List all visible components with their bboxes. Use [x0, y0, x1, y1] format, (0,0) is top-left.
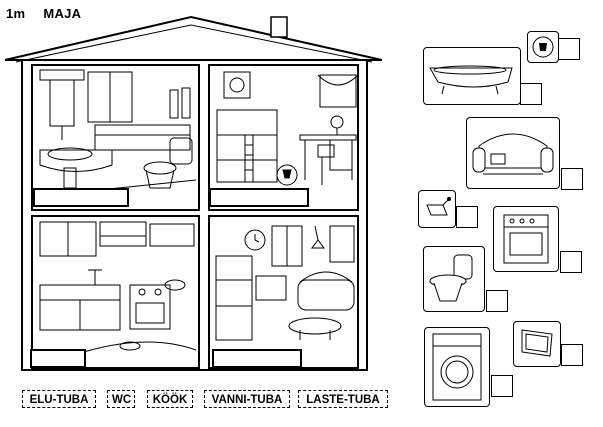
tv-card — [513, 321, 561, 367]
ball-card — [527, 31, 559, 63]
toy-icon — [426, 197, 451, 216]
toilet-icon — [429, 254, 473, 302]
stove-card — [493, 206, 559, 272]
bathroom-frame — [31, 64, 200, 211]
toy-answer-box[interactable] — [456, 206, 478, 228]
word-kook[interactable]: KÖÖK — [147, 390, 193, 408]
sofa-answer-box[interactable] — [561, 168, 583, 190]
kitchen-frame — [31, 215, 200, 369]
living-room-answer-box[interactable] — [212, 349, 302, 368]
bathtub-answer-box[interactable] — [520, 83, 542, 105]
worksheet-title: 1m MAJA — [6, 6, 95, 21]
tv-icon — [521, 329, 553, 357]
word-laste-tuba[interactable]: LASTE-TUBA — [298, 390, 388, 408]
toilet-card — [423, 246, 485, 312]
living-room-frame — [208, 215, 359, 369]
sofa-icon — [472, 133, 554, 175]
stove-answer-box[interactable] — [560, 251, 582, 273]
sofa-card — [466, 117, 560, 189]
bathroom-answer-box[interactable] — [33, 188, 129, 207]
word-bank: ELU-TUBA WC KÖÖK VANNI-TUBA LASTE-TUBA — [22, 390, 392, 412]
ball-icon — [532, 36, 554, 58]
washing-machine-answer-box[interactable] — [491, 375, 513, 397]
ball-answer-box[interactable] — [558, 38, 580, 60]
word-vanni-tuba[interactable]: VANNI-TUBA — [204, 390, 290, 408]
bathtub-icon — [429, 65, 513, 95]
childrens-room-frame — [208, 64, 359, 211]
toilet-answer-box[interactable] — [486, 290, 508, 312]
toy-card — [418, 190, 456, 228]
word-wc[interactable]: WC — [107, 390, 135, 408]
tv-answer-box[interactable] — [561, 344, 583, 366]
grade-label: 1m — [6, 6, 26, 21]
washing-machine-icon — [432, 333, 482, 401]
bathtub-card — [423, 47, 521, 105]
kitchen-answer-box[interactable] — [30, 349, 86, 368]
stove-icon — [503, 214, 549, 264]
topic-label: MAJA — [43, 6, 82, 21]
washing-machine-card — [424, 327, 490, 407]
childrens-room-answer-box[interactable] — [209, 188, 309, 207]
word-elu-tuba[interactable]: ELU-TUBA — [22, 390, 96, 408]
